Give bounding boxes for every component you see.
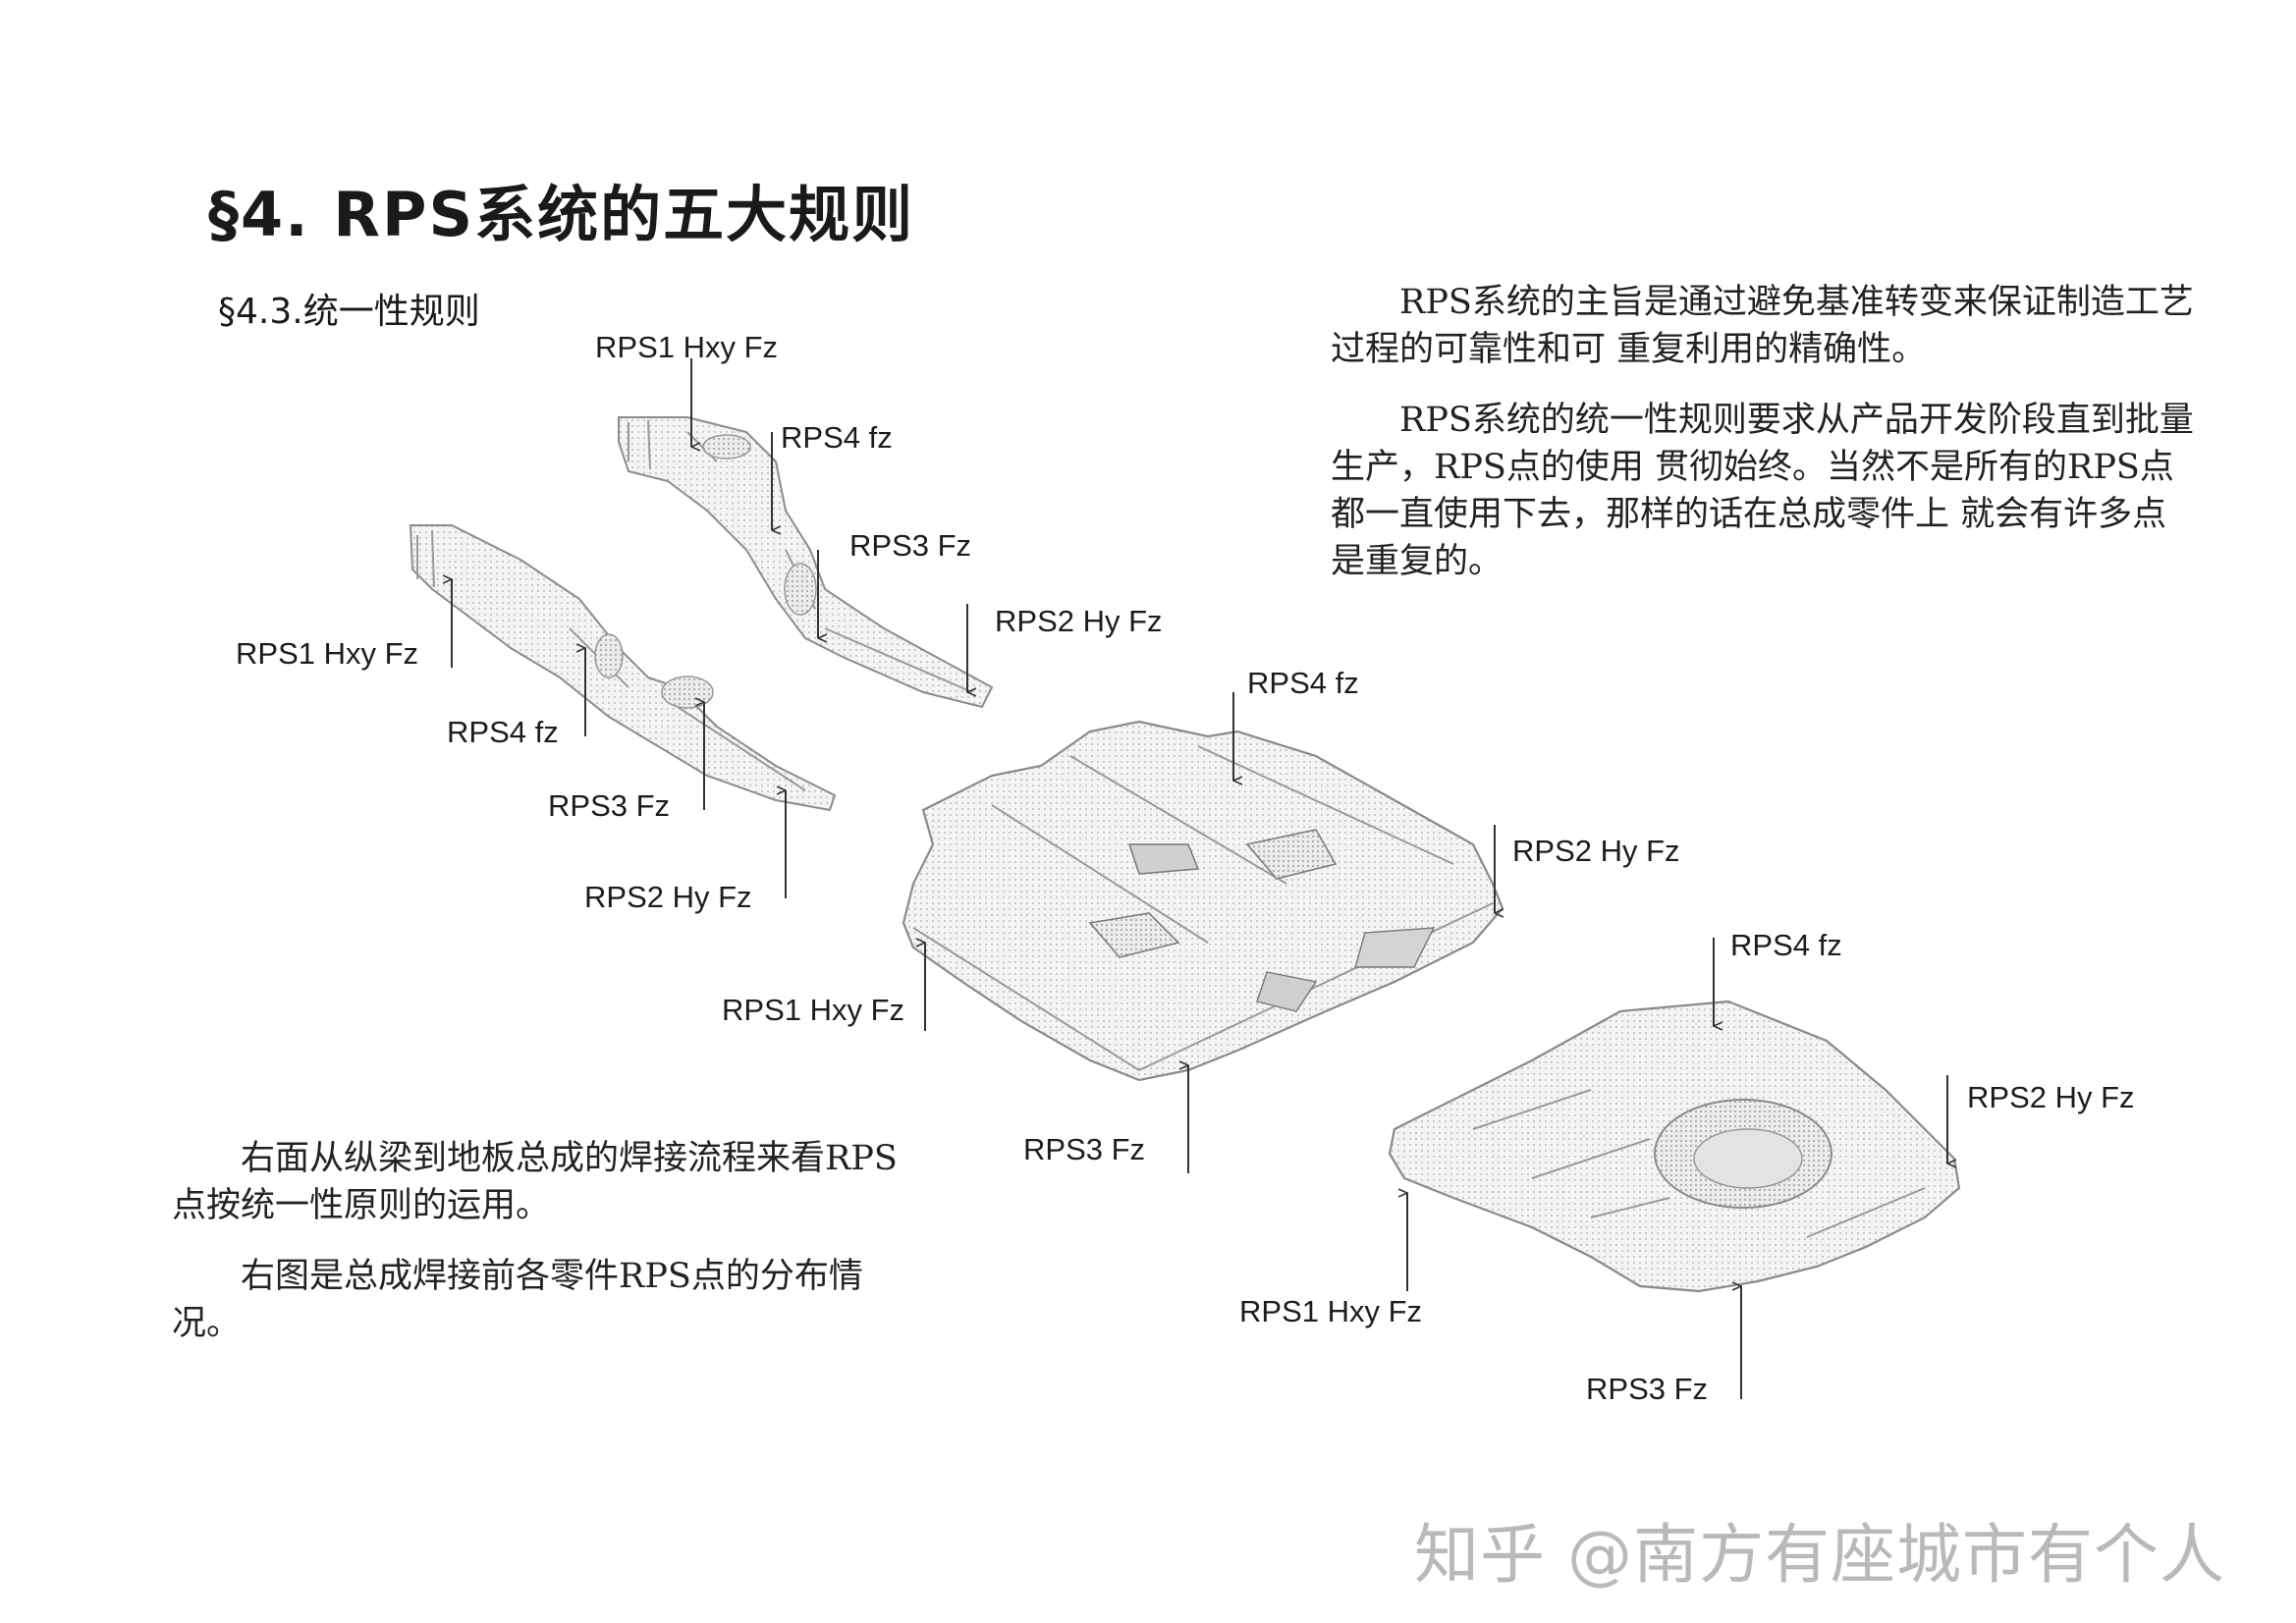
upper-longitudinal-rail bbox=[618, 416, 994, 709]
rear-floor-assembly bbox=[1388, 1000, 1961, 1293]
upper-rail-rps3-label: RPS3 Fz bbox=[849, 528, 972, 563]
lower-rail-rps3-label: RPS3 Fz bbox=[548, 788, 671, 823]
section-subtitle: §4.3.统一性规则 bbox=[218, 292, 480, 332]
rear-floor-rps1-label: RPS1 Hxy Fz bbox=[1239, 1294, 1423, 1328]
front-floor-assembly bbox=[902, 720, 1504, 1082]
upper-rail-rps1-label: RPS1 Hxy Fz bbox=[595, 330, 779, 364]
intro-paragraph-uniformity: RPS系统的统一性规则要求从产品开发阶段直到批量生产，RPS点的使用 贯彻始终。… bbox=[1331, 401, 2194, 581]
rear-floor-rps4-label: RPS4 fz bbox=[1730, 928, 1842, 962]
intro-text-block: RPS系统的主旨是通过避免基准转变来保证制造工艺过程的可靠性和可 重复利用的精确… bbox=[1331, 279, 2195, 609]
lower-rail-rps1-label: RPS1 Hxy Fz bbox=[236, 636, 419, 671]
lower-longitudinal-rail bbox=[409, 524, 837, 812]
rear-floor-rps2-label: RPS2 Hy Fz bbox=[1967, 1080, 2135, 1114]
page-title: §4. RPS系统的五大规则 bbox=[208, 179, 915, 250]
front-floor-rps3-label: RPS3 Fz bbox=[1023, 1132, 1146, 1166]
lower-rail-rps4-label: RPS4 fz bbox=[447, 715, 559, 749]
description-text-block: 右面从纵梁到地板总成的焊接流程来看RPS点按统一性原则的运用。 右图是总成焊接前… bbox=[172, 1135, 899, 1371]
description-paragraph-distribution: 右图是总成焊接前各零件RPS点的分布情况。 bbox=[172, 1257, 863, 1343]
lower-rail-rps2-label: RPS2 Hy Fz bbox=[584, 880, 752, 914]
intro-paragraph-purpose: RPS系统的主旨是通过避免基准转变来保证制造工艺过程的可靠性和可 重复利用的精确… bbox=[1331, 283, 2194, 369]
front-floor-rps4-label: RPS4 fz bbox=[1247, 666, 1359, 700]
front-floor-rps2-label: RPS2 Hy Fz bbox=[1512, 834, 1680, 868]
upper-rail-rps4-label: RPS4 fz bbox=[781, 420, 893, 455]
rear-floor-rps3-label: RPS3 Fz bbox=[1586, 1372, 1709, 1406]
description-paragraph-flow: 右面从纵梁到地板总成的焊接流程来看RPS点按统一性原则的运用。 bbox=[172, 1139, 898, 1225]
front-floor-rps1-label: RPS1 Hxy Fz bbox=[722, 993, 905, 1027]
upper-rail-rps2-label: RPS2 Hy Fz bbox=[995, 604, 1163, 638]
watermark-text: 知乎 @南方有座城市有个人 bbox=[1414, 1517, 2225, 1593]
